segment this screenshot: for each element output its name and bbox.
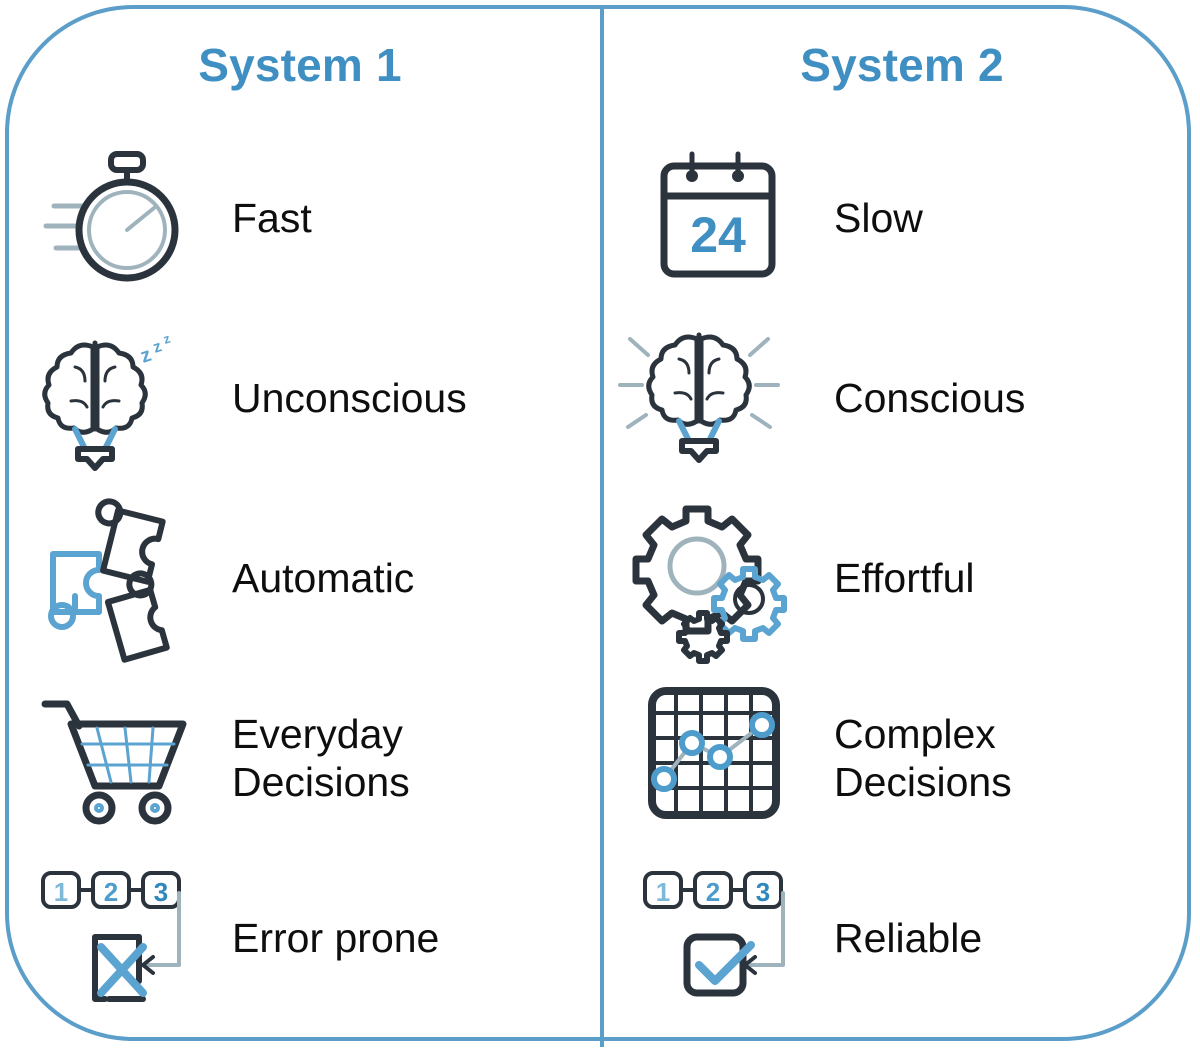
rows-system-2: 24 Slow <box>602 128 1200 1028</box>
column-title-system-2: System 2 <box>800 39 1004 91</box>
svg-text:z: z <box>161 330 172 346</box>
step-number-3: 3 <box>154 877 168 907</box>
calendar-day-number: 24 <box>690 207 746 263</box>
steps-check-icon: 1 2 3 <box>602 863 834 1013</box>
calendar-icon: 24 <box>602 148 834 288</box>
row-conscious: Conscious <box>602 308 1200 488</box>
brain-bulb-sleep-icon: z z z <box>0 323 232 473</box>
step-number-2: 2 <box>706 877 720 907</box>
row-label-reliable: Reliable <box>834 914 983 961</box>
gears-icon <box>602 501 834 664</box>
row-complex-decisions: Complex Decisions <box>602 668 1200 848</box>
step-number-3: 3 <box>756 877 770 907</box>
rows-system-1: Fast <box>0 128 600 1028</box>
svg-text:z: z <box>151 338 164 357</box>
row-everyday-decisions: Everyday Decisions <box>0 668 600 848</box>
shopping-cart-icon <box>0 688 232 828</box>
brain-bulb-rays-icon <box>602 323 834 473</box>
diagram-frame <box>5 5 1191 1041</box>
step-number-1: 1 <box>54 877 68 907</box>
row-label-unconscious: Unconscious <box>232 374 467 421</box>
row-error-prone: 1 2 3 <box>0 848 600 1028</box>
puzzle-refresh-icon <box>0 498 232 663</box>
row-label-effortful: Effortful <box>834 554 975 601</box>
row-label-everyday-decisions: Everyday Decisions <box>232 710 410 805</box>
row-unconscious: z z z Unconscious <box>0 308 600 488</box>
row-label-complex-decisions: Complex Decisions <box>834 710 1012 805</box>
column-system-2: System 2 24 <box>602 0 1200 1052</box>
row-automatic: Automatic <box>0 488 600 668</box>
row-fast: Fast <box>0 128 600 308</box>
row-effortful: Effortful <box>602 488 1200 668</box>
row-label-conscious: Conscious <box>834 374 1026 421</box>
row-label-slow: Slow <box>834 194 923 241</box>
row-slow: 24 Slow <box>602 128 1200 308</box>
stopwatch-icon <box>0 148 232 288</box>
column-title-system-1: System 1 <box>198 39 402 91</box>
step-number-2: 2 <box>104 877 118 907</box>
step-number-1: 1 <box>656 877 670 907</box>
row-label-fast: Fast <box>232 194 312 241</box>
svg-text:z: z <box>138 344 154 368</box>
row-label-automatic: Automatic <box>232 554 415 601</box>
steps-error-icon: 1 2 3 <box>0 863 232 1013</box>
column-divider <box>600 5 604 1047</box>
column-system-1: System 1 <box>0 39 600 1028</box>
line-chart-grid-icon <box>602 683 834 833</box>
row-reliable: 1 2 3 Reliable <box>602 848 1200 1028</box>
row-label-error-prone: Error prone <box>232 914 440 961</box>
